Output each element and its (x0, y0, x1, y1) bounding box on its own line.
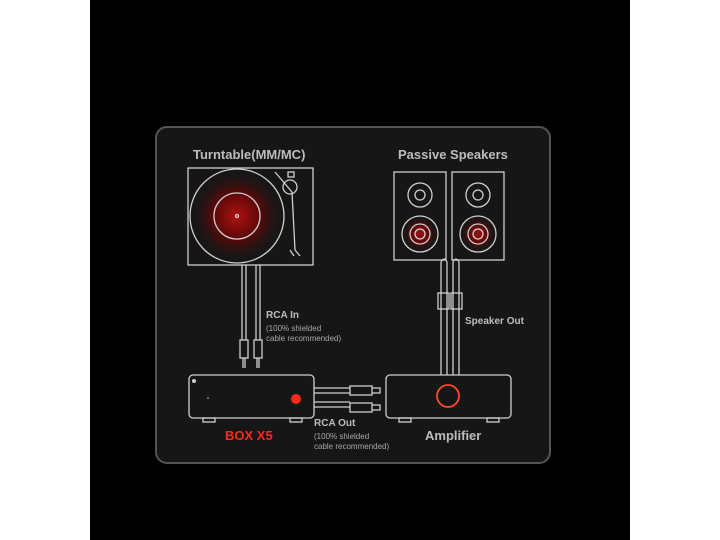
rca-out-note-1: (100% shielded (314, 432, 370, 441)
speaker-cable (437, 258, 463, 375)
speaker-out-label: Speaker Out (465, 316, 524, 327)
brand-logo (192, 379, 196, 383)
box-x5-device (188, 374, 315, 423)
amplifier-label: Amplifier (425, 428, 482, 443)
rca-in-cable (239, 265, 263, 368)
volume-knob-icon (436, 384, 460, 408)
rca-in-label: RCA In (266, 310, 299, 321)
power-button-icon (291, 394, 301, 404)
passive-speakers-icon (393, 171, 505, 261)
rca-out-label: RCA Out (314, 418, 356, 429)
turntable-icon (187, 167, 314, 266)
box-x5-label: BOX X5 (225, 428, 273, 443)
rca-in-note-2: cable recommended) (266, 334, 342, 343)
rca-out-note-2: cable recommended) (314, 442, 390, 451)
rca-out-cable (314, 385, 381, 413)
turntable-label: Turntable(MM/MC) (193, 147, 306, 162)
amplifier-device (385, 374, 512, 423)
speakers-label: Passive Speakers (398, 147, 508, 162)
rca-in-note-1: (100% shielded (266, 324, 322, 333)
